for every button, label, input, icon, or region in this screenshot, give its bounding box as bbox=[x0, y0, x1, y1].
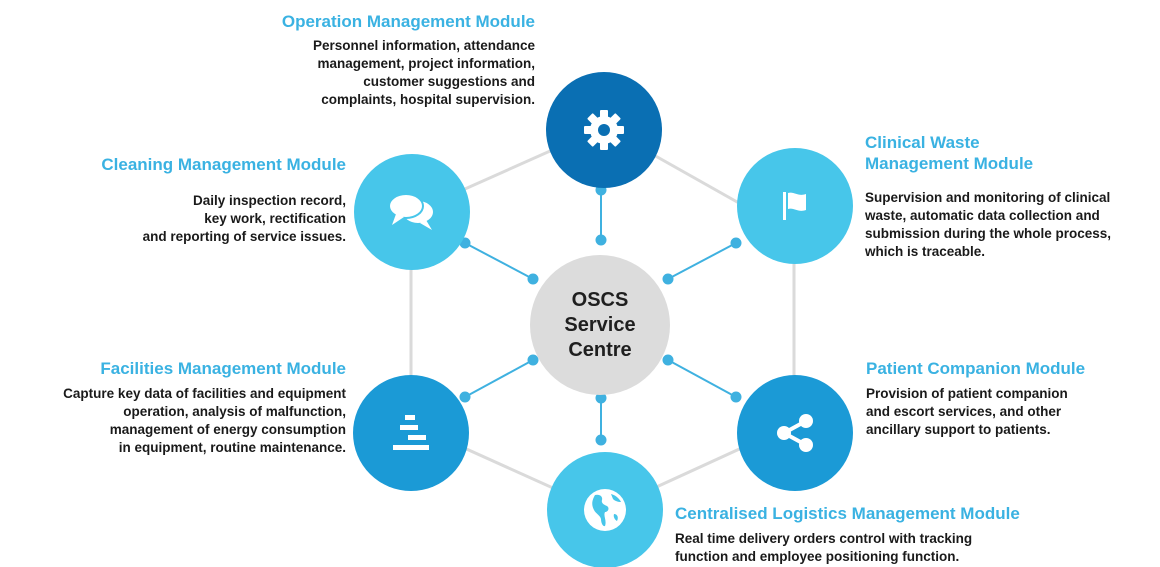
clinical-description: Supervision and monitoring of clinical w… bbox=[865, 189, 1111, 261]
patient-desc-line: Provision of patient companion bbox=[866, 386, 1068, 401]
logistics-title-line: Centralised Logistics Management Module bbox=[675, 504, 1020, 523]
cleaning-title: Cleaning Management Module bbox=[101, 154, 346, 175]
cleaning-desc-line: Daily inspection record, bbox=[192, 193, 346, 208]
logistics-title: Centralised Logistics Management Module bbox=[675, 503, 1020, 524]
operation-desc-line: management, project information, bbox=[317, 56, 535, 71]
chat-bubbles-icon bbox=[388, 193, 435, 230]
clinical-node bbox=[737, 148, 853, 264]
clinical-desc-line: Supervision and monitoring of clinical bbox=[865, 190, 1111, 205]
cleaning-description: Daily inspection record, key work, recti… bbox=[143, 192, 346, 246]
operation-title-line: Operation Management Module bbox=[281, 12, 535, 31]
logistics-node bbox=[547, 452, 663, 567]
operation-desc-line: customer suggestions and bbox=[363, 74, 535, 89]
logistics-desc-line: Real time delivery orders control with t… bbox=[675, 531, 973, 546]
clinical-title-line: Clinical Waste bbox=[865, 133, 980, 152]
operation-node bbox=[546, 72, 662, 188]
center-label-line: Service bbox=[564, 313, 636, 336]
share-icon bbox=[777, 414, 813, 452]
clinical-title-line: Management Module bbox=[865, 154, 1034, 173]
center-hub: OSCS Service Centre bbox=[530, 255, 670, 395]
facilities-desc-line: Capture key data of facilities and equip… bbox=[63, 386, 346, 401]
facilities-node bbox=[353, 375, 469, 491]
operation-description: Personnel information, attendance manage… bbox=[313, 37, 535, 109]
cleaning-desc-line: key work, rectification bbox=[204, 211, 346, 226]
facilities-description: Capture key data of facilities and equip… bbox=[63, 385, 346, 457]
clinical-desc-line: waste, automatic data collection and bbox=[865, 208, 1100, 223]
facilities-title: Facilities Management Module bbox=[100, 358, 346, 379]
cleaning-title-line: Cleaning Management Module bbox=[101, 155, 346, 174]
logistics-desc-line: function and employee positioning functi… bbox=[675, 549, 960, 564]
patient-title: Patient Companion Module bbox=[866, 358, 1085, 379]
operation-desc-line: Personnel information, attendance bbox=[312, 38, 535, 53]
gear-icon bbox=[584, 110, 624, 150]
center-label-line: OSCS bbox=[571, 288, 629, 311]
patient-title-line: Patient Companion Module bbox=[866, 359, 1086, 378]
clinical-desc-line: submission during the whole process, bbox=[865, 226, 1112, 241]
facilities-desc-line: operation, analysis of malfunction, bbox=[123, 404, 346, 419]
patient-node bbox=[737, 375, 853, 491]
clinical-title: Clinical Waste Management Module bbox=[865, 132, 1033, 174]
facilities-desc-line: management of energy consumption bbox=[109, 422, 346, 437]
cleaning-desc-line: and reporting of service issues. bbox=[142, 229, 346, 244]
cleaning-node bbox=[354, 154, 470, 270]
operation-desc-line: complaints, hospital supervision. bbox=[321, 92, 535, 107]
facilities-title-line: Facilities Management Module bbox=[100, 359, 346, 378]
clinical-desc-line: which is traceable. bbox=[865, 244, 986, 259]
center-label: OSCS Service Centre bbox=[564, 288, 635, 363]
flag-icon bbox=[783, 192, 806, 220]
stacked-bars-icon bbox=[393, 415, 429, 450]
facilities-desc-line: in equipment, routine maintenance. bbox=[118, 440, 346, 455]
globe-icon bbox=[584, 489, 626, 531]
patient-desc-line: ancillary support to patients. bbox=[866, 422, 1051, 437]
operation-title: Operation Management Module bbox=[282, 11, 535, 32]
patient-description: Provision of patient companion and escor… bbox=[866, 385, 1068, 439]
logistics-description: Real time delivery orders control with t… bbox=[675, 530, 972, 566]
center-label-line: Centre bbox=[568, 338, 632, 361]
patient-desc-line: and escort services, and other bbox=[866, 404, 1062, 419]
